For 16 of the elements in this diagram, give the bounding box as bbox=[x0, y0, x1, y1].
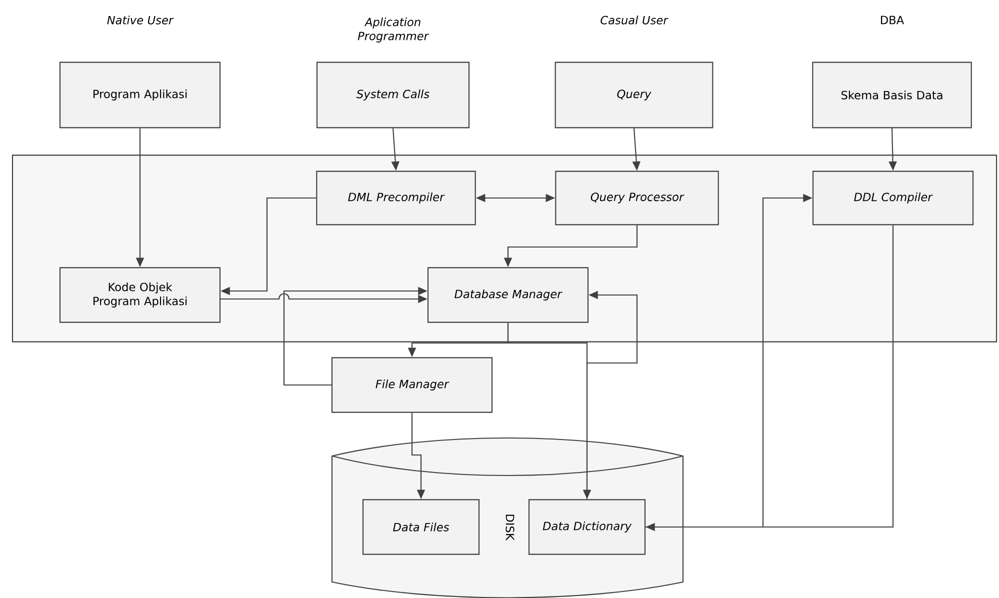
process-box: Query bbox=[554, 62, 714, 128]
process-box: Skema Basis Data bbox=[812, 62, 972, 128]
process-box: Data Dictionary bbox=[528, 499, 646, 555]
user-label: Casual User bbox=[600, 16, 668, 24]
process-box: DDL Compiler bbox=[812, 170, 974, 226]
process-box: System Calls bbox=[316, 62, 470, 128]
process-box: Program Aplikasi bbox=[59, 62, 221, 128]
process-box: Query Processor bbox=[555, 170, 719, 226]
process-box: DML Precompiler bbox=[316, 170, 476, 226]
user-label: DBA bbox=[880, 16, 904, 24]
process-box: Kode Objek Program Aplikasi bbox=[59, 267, 221, 323]
process-box: File Manager bbox=[331, 357, 493, 413]
process-box: Data Files bbox=[362, 499, 480, 555]
user-label: Aplication Programmer bbox=[358, 18, 430, 42]
user-label: Native User bbox=[107, 16, 174, 24]
process-box: Database Manager bbox=[427, 267, 589, 323]
